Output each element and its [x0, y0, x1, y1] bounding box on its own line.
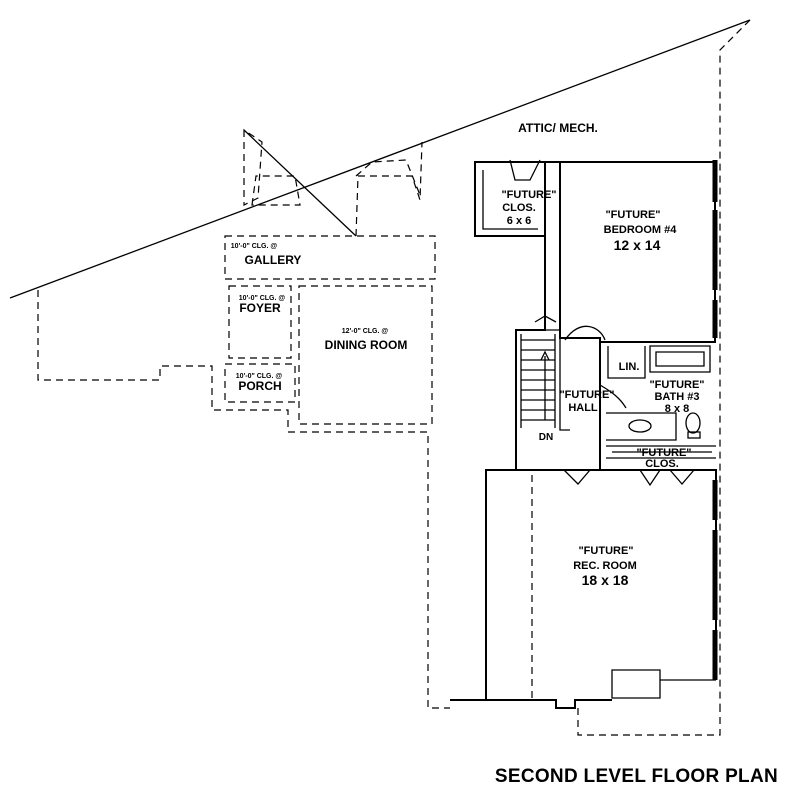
- foyer-ceiling-note: 10'-0" CLG. @: [239, 295, 286, 302]
- closet2-name: CLOS.: [645, 458, 679, 470]
- porch-ceiling-note: 10'-0" CLG. @: [236, 373, 283, 380]
- porch-label: PORCH: [238, 379, 281, 393]
- bedroom-name: BEDROOM #4: [604, 224, 678, 236]
- porch-box: [224, 363, 296, 403]
- plan-title: SECOND LEVEL FLOOR PLAN: [495, 766, 778, 787]
- attic-label: ATTIC/ MECH.: [518, 121, 598, 135]
- rec-future: "FUTURE": [578, 545, 633, 557]
- closet2-future: "FUTURE": [636, 447, 691, 459]
- hall-future: "FUTURE": [559, 389, 614, 401]
- stair-treads: [520, 334, 556, 428]
- dining-box: [298, 285, 433, 425]
- stair-down-label: DN: [539, 432, 553, 443]
- gallery-label: GALLERY: [245, 253, 302, 267]
- foyer-label: FOYER: [239, 301, 281, 315]
- rec-size: 18 x 18: [582, 572, 629, 588]
- bath-name: BATH #3: [654, 391, 699, 403]
- bedroom-future: "FUTURE": [605, 209, 660, 221]
- closet1-name: CLOS.: [502, 202, 536, 214]
- hall-name: HALL: [568, 402, 598, 414]
- dining-ceiling-note: 12'-0" CLG. @: [342, 328, 389, 335]
- bath-future: "FUTURE": [649, 379, 704, 391]
- linen-label: LIN.: [619, 361, 640, 373]
- bath-size: 8 x 8: [665, 403, 689, 415]
- closet1-future: "FUTURE": [501, 189, 556, 201]
- roof-outline: [9, 19, 751, 736]
- walls: [450, 159, 717, 709]
- gallery-ceiling-note: 10'-0" CLG. @: [231, 243, 278, 250]
- lower-level-rooms: [224, 235, 436, 425]
- bedroom-size: 12 x 14: [614, 237, 661, 253]
- closet1-size: 6 x 6: [507, 215, 531, 227]
- dining-label: DINING ROOM: [325, 338, 408, 352]
- foyer-box: [228, 285, 292, 359]
- gallery-box: [224, 235, 436, 280]
- dormers: [243, 128, 423, 237]
- rec-name: REC. ROOM: [573, 560, 637, 572]
